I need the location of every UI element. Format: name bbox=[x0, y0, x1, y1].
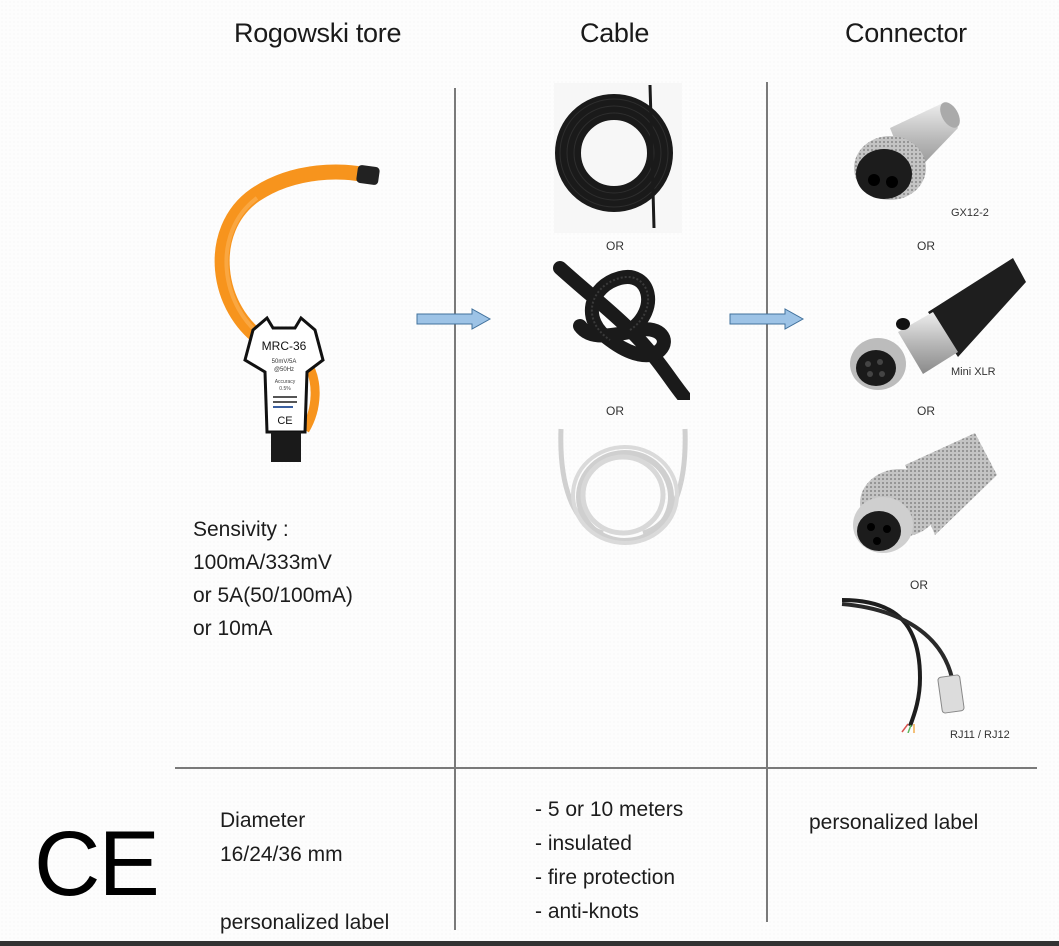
header-cable: Cable bbox=[580, 18, 650, 48]
connector-label-mini-xlr: Mini XLR bbox=[951, 366, 996, 378]
connector-label-gx12: GX12-2 bbox=[951, 207, 989, 219]
connector-xlr-3pin-image bbox=[845, 425, 1005, 575]
svg-text:CE: CE bbox=[277, 415, 292, 427]
rogowski-spec-text: Diameter 16/24/36 mm personalized label bbox=[220, 809, 390, 934]
connector-spec-text: personalized label bbox=[809, 811, 979, 834]
header-rogowski: Rogowski tore bbox=[234, 18, 402, 48]
connector-mini-xlr-image bbox=[848, 252, 1028, 397]
rogowski-coil-image: MRC-36 50mV/5A @50Hz Accuracy 0.5% CE bbox=[205, 160, 385, 470]
divider-horizontal bbox=[175, 767, 1037, 769]
connector-label-rj11: RJ11 / RJ12 bbox=[950, 729, 1010, 741]
header-connector: Connector bbox=[845, 18, 967, 48]
cable-grey-coiled-image bbox=[553, 425, 693, 545]
svg-text:@50Hz: @50Hz bbox=[274, 367, 294, 373]
sensitivity-text: Sensivity : 100mA/333mV or 5A(50/100mA) … bbox=[193, 518, 353, 640]
or-label: OR bbox=[917, 404, 935, 418]
divider-left bbox=[454, 88, 456, 930]
cable-black-coiled-image bbox=[554, 83, 682, 233]
or-label: OR bbox=[917, 239, 935, 253]
ce-mark: CE bbox=[34, 813, 160, 915]
cable-black-knotted-image bbox=[550, 260, 690, 400]
divider-right bbox=[766, 82, 768, 922]
svg-text:50mV/5A: 50mV/5A bbox=[272, 359, 297, 365]
connector-rj11-image bbox=[840, 598, 970, 733]
connector-gx12-image bbox=[850, 88, 960, 208]
or-label: OR bbox=[910, 578, 928, 592]
arrow-right-icon bbox=[729, 308, 805, 330]
svg-text:Accuracy: Accuracy bbox=[275, 379, 296, 385]
or-label: OR bbox=[606, 239, 624, 253]
arrow-right-icon bbox=[416, 308, 492, 330]
bottom-edge bbox=[0, 941, 1059, 946]
device-label: MRC-36 bbox=[262, 339, 307, 353]
or-label: OR bbox=[606, 404, 624, 418]
cable-spec-list: - 5 or 10 meters - insulated - fire prot… bbox=[535, 798, 684, 923]
svg-text:0.5%: 0.5% bbox=[279, 386, 291, 392]
